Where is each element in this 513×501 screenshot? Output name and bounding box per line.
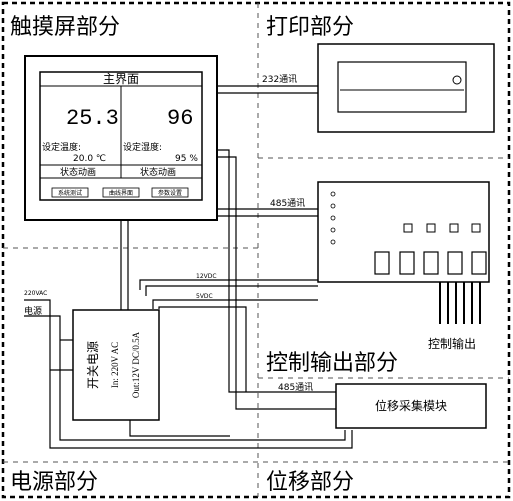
- vac-label: 220VAC: [24, 290, 47, 297]
- section-title-control: 控制输出部分: [266, 351, 398, 376]
- v5-label: 5VDC: [196, 293, 213, 300]
- screen-left-value: 25.3: [66, 106, 119, 131]
- screen-button-2-label: 曲线界面: [109, 189, 133, 197]
- power-supply-input: In: 220V AC: [110, 342, 120, 388]
- control-relay-leds: [403, 223, 481, 233]
- control-led-column: [330, 191, 336, 245]
- switching-power-supply: [72, 309, 160, 421]
- control-relays: [374, 251, 487, 275]
- screen-button-3-label: 参数设置: [158, 189, 182, 197]
- control-output-pins: [439, 282, 481, 324]
- screen-title: 主界面: [103, 72, 139, 86]
- printer-button-icon: [452, 75, 462, 85]
- wiring: [24, 85, 353, 449]
- rs485-control-label: 485通讯: [270, 198, 305, 209]
- screen-right-value: 96: [167, 106, 193, 131]
- screen-button-1[interactable]: [51, 187, 89, 198]
- printer-paper-slot: [337, 61, 467, 113]
- screen-right-set-label: 设定湿度:: [123, 141, 162, 153]
- screen-left-set-label: 设定温度:: [42, 141, 81, 153]
- power-supply-output: Out:12V DC/0.5A: [131, 331, 141, 398]
- screen-button-1-label: 系统测试: [58, 189, 82, 197]
- v12-label: 12VDC: [196, 273, 217, 280]
- control-output-label: 控制输出: [428, 336, 476, 351]
- section-title-print: 打印部分: [266, 15, 354, 40]
- screen-button-row: 系统测试 曲线界面 参数设置: [51, 187, 189, 198]
- displacement-module: [335, 383, 487, 429]
- mains-label: 电源: [24, 305, 42, 317]
- power-supply-name: 开关电源: [86, 341, 100, 389]
- screen-right-set-value: 95 %: [175, 154, 198, 164]
- section-title-displacement: 位移部分: [266, 470, 354, 495]
- rs485-displacement-label: 485通讯: [278, 382, 313, 393]
- displacement-module-label: 位移采集模块: [375, 398, 447, 413]
- section-title-power: 电源部分: [10, 470, 98, 495]
- screen-left-status: 状态动画: [60, 166, 96, 178]
- screen-right-status: 状态动画: [140, 166, 176, 178]
- screen-button-3[interactable]: [151, 187, 189, 198]
- rs232-label: 232通讯: [262, 74, 297, 85]
- screen-button-2[interactable]: [102, 187, 140, 198]
- screen-left-set-value: 20.0 ℃: [73, 154, 106, 164]
- section-title-touch: 触摸屏部分: [10, 15, 120, 40]
